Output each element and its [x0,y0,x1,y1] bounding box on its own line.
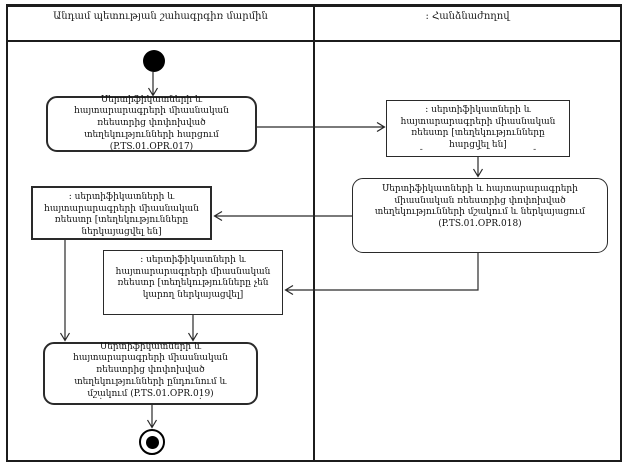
final-node-dot [145,435,159,449]
activity-process-and-submit-label: Սերտիֆիկատների և հայտարարագրերի միասնակա… [374,184,586,230]
object-registry-info-not-submittable: : սերտիֆիկատների և հայտարարագրերի միասնա… [103,250,283,315]
activity-request-changed-info-label: Սերտիֆիկատների և հայտարարագրերի միասնակա… [74,94,229,152]
activity-receive-and-process: Սերտիֆիկատների և հայտարարագրերի միասնակա… [43,342,258,405]
activity-request-changed-info: Սերտիֆիկատների և հայտարարագրերի միասնակա… [46,94,257,152]
dash-mark: - [419,145,423,155]
activity-receive-and-process-label: Սերտիֆիկատների և հայտարարագրերի միասնակա… [73,341,228,399]
final-node [139,429,165,455]
object-registry-info-submitted: : սերտիֆիկատների և հայտարարագրերի միասնա… [31,186,212,240]
lane-divider [313,4,315,462]
object-registry-info-submitted-label: : սերտիֆիկատների և հայտարարագրերի միասնա… [44,192,199,238]
dash-mark: - [533,145,537,155]
object-registry-info-requested: : սերտիֆիկատների և հայտարարագրերի միասնա… [386,100,570,157]
activity-process-and-submit: Սերտիֆիկատների և հայտարարագրերի միասնակա… [352,178,608,253]
object-registry-info-requested-label: : սերտիֆիկատների և հայտարարագրերի միասնա… [400,105,556,151]
object-registry-info-not-submittable-label: : սերտիֆիկատների և հայտարարագրերի միասնա… [115,255,271,301]
initial-node [143,50,165,72]
lane-title-member-state-body: Անդամ պետության շահագրգիռ մարմին [53,11,268,22]
lane-title-commission: : Հանձնաժողով [425,11,510,22]
